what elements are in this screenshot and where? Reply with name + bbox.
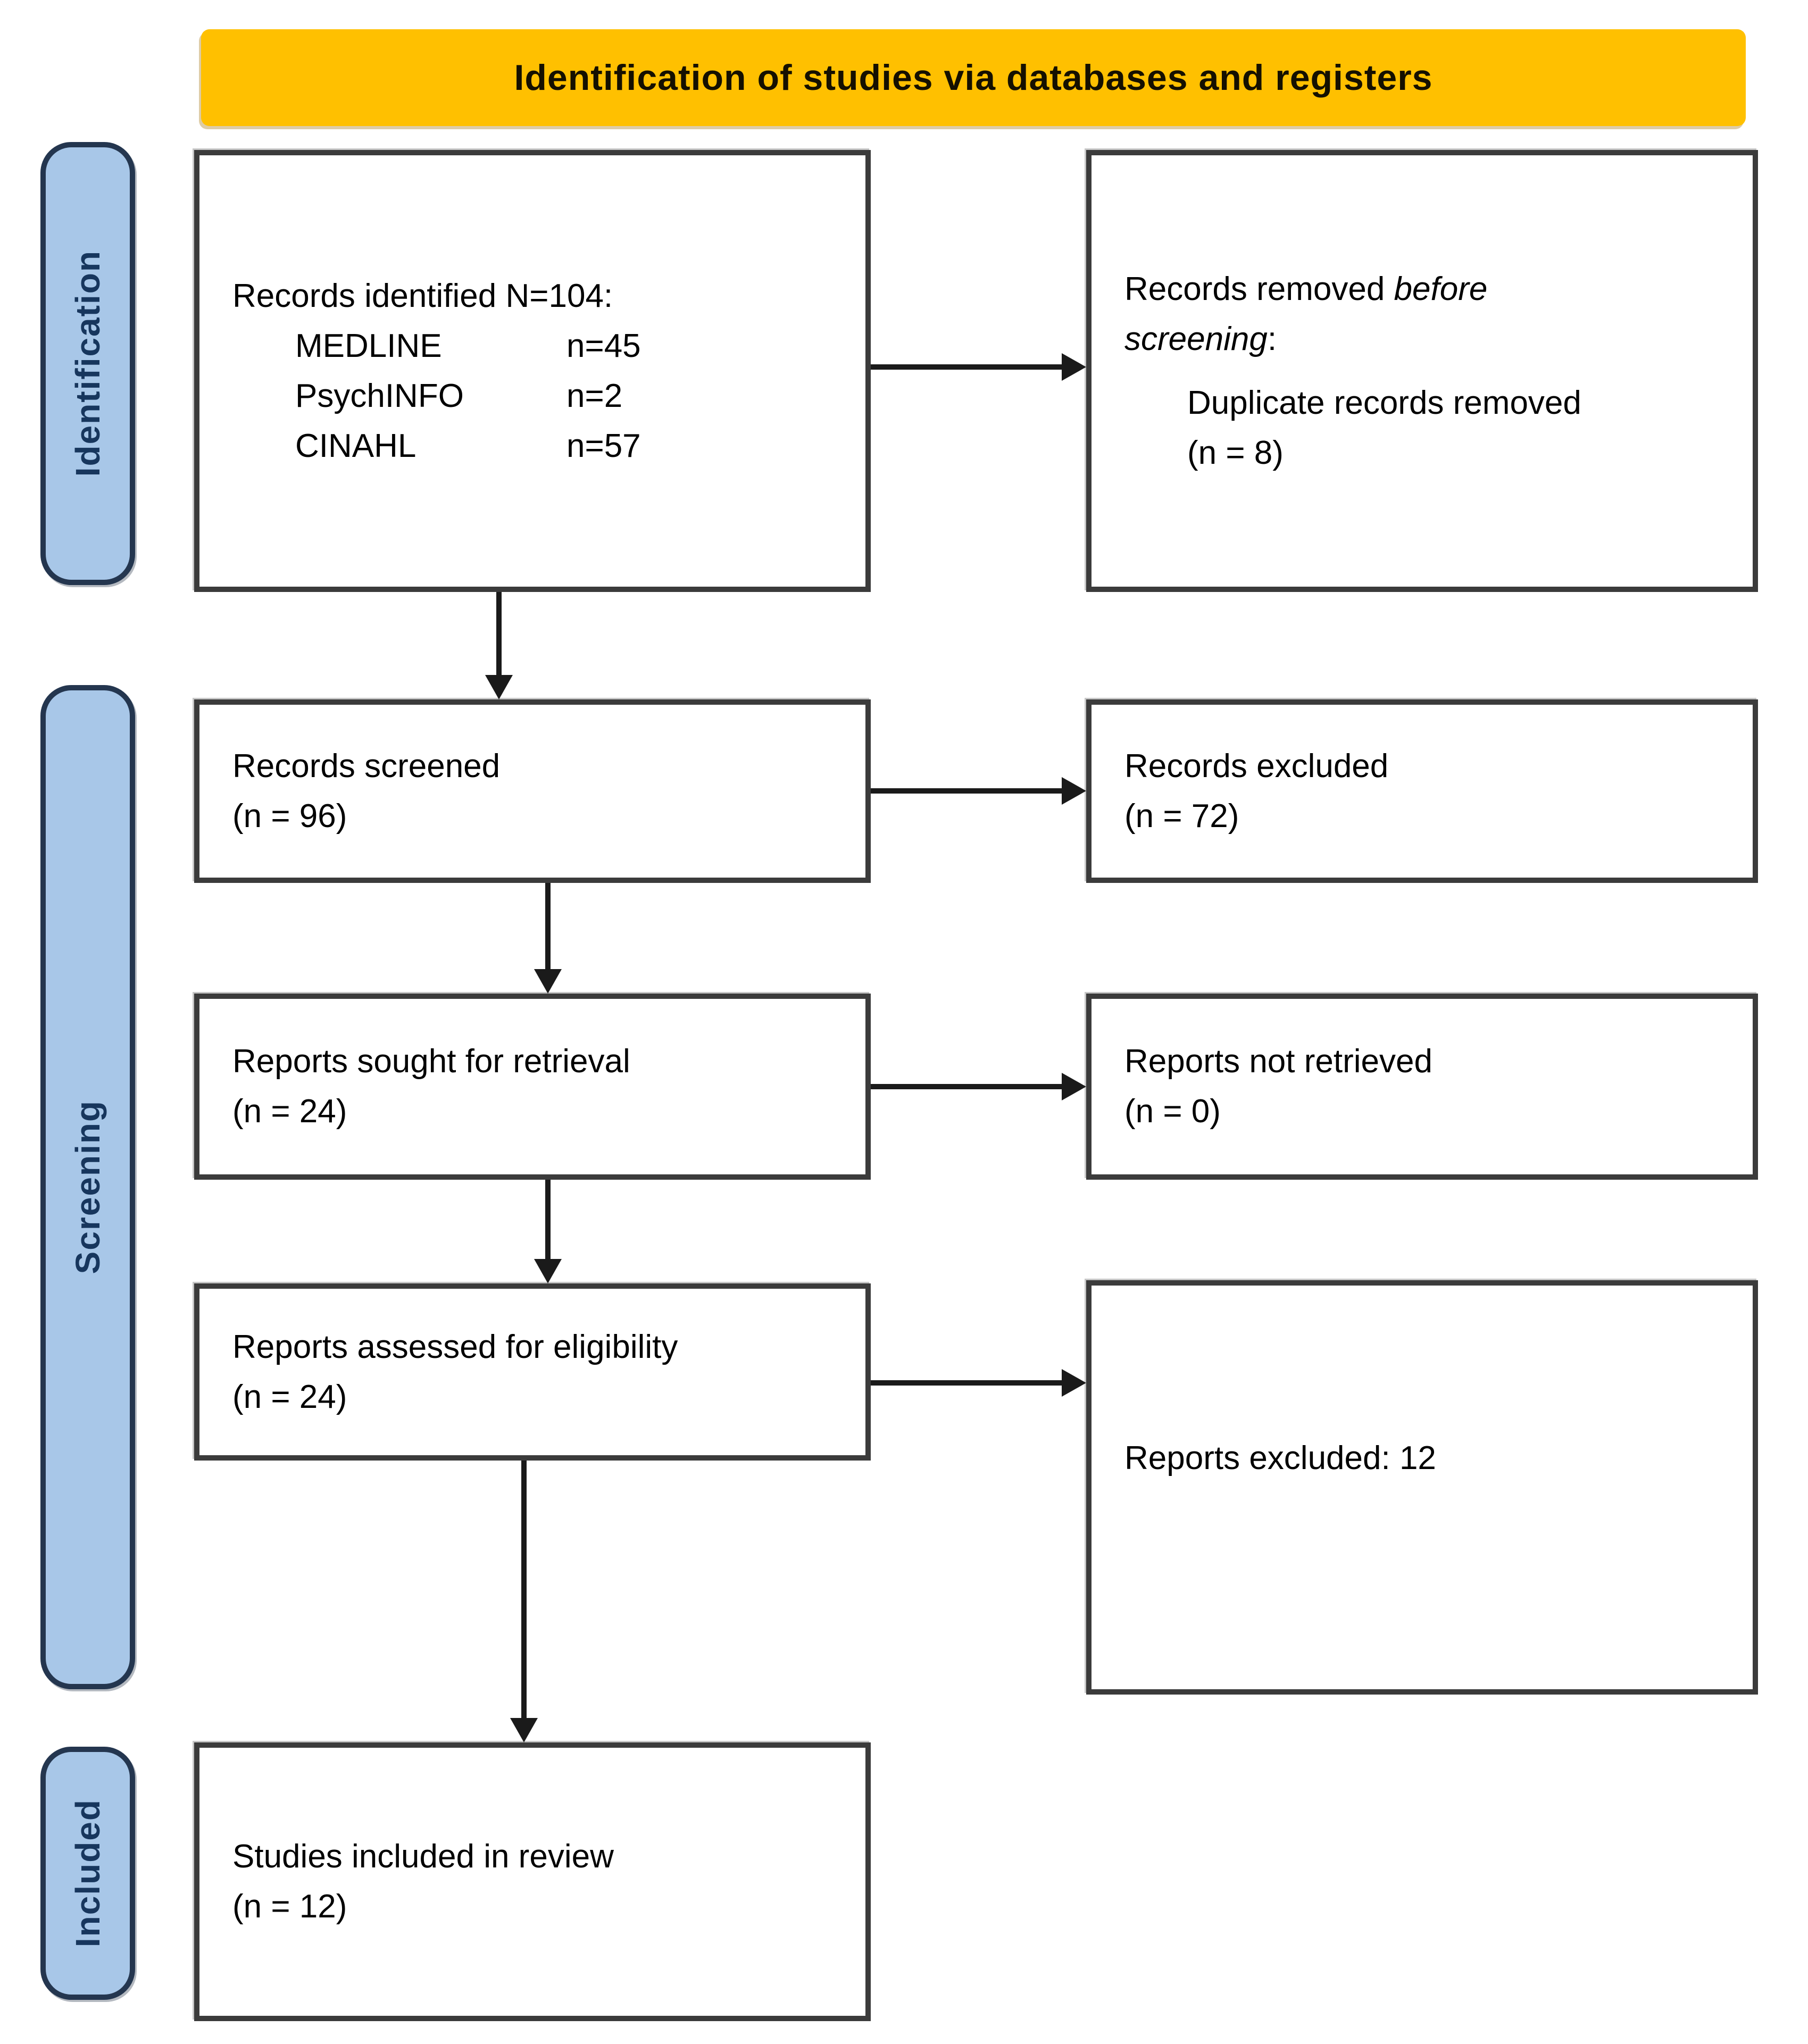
- stage-label-included-text: Included: [69, 1799, 107, 1948]
- duplicate-records-removed-text: Duplicate records removed: [1187, 384, 1581, 421]
- records-screened-title: Records screened: [232, 747, 501, 785]
- arrow-sought-to-assessed-head-icon: [534, 1259, 562, 1283]
- box-records-excluded: Records excluded (n = 72): [1086, 699, 1758, 883]
- arrow-identified-to-screened-line: [496, 592, 502, 677]
- arrow-sought-to-not-retrieved-head-icon: [1062, 1073, 1086, 1100]
- source-cinahl-name: CINAHL: [295, 427, 416, 464]
- arrow-screened-to-excluded-line: [871, 788, 1064, 794]
- source-psychinfo-name: PsychINFO: [295, 377, 464, 414]
- arrow-screened-to-excluded-head-icon: [1062, 777, 1086, 805]
- box-reports-excluded: Reports excluded: 12: [1086, 1280, 1758, 1695]
- duplicate-records-removed-count: (n = 8): [1187, 434, 1284, 471]
- records-removed-line2: screening:: [1124, 314, 1726, 364]
- source-medline-name: MEDLINE: [295, 327, 442, 364]
- source-row-cinahl: CINAHL n=57: [295, 421, 839, 471]
- records-excluded-title: Records excluded: [1124, 747, 1389, 785]
- arrow-assessed-to-reports-excluded-head-icon: [1062, 1369, 1086, 1397]
- records-removed-line1: Records removed before: [1124, 264, 1726, 314]
- arrow-identified-to-removed-head-icon: [1062, 353, 1086, 381]
- stage-label-screening: Screening: [40, 685, 135, 1689]
- banner-identification-via-databases: Identification of studies via databases …: [201, 29, 1746, 126]
- box-records-screened: Records screened (n = 96): [194, 699, 871, 883]
- arrow-sought-to-not-retrieved-line: [871, 1084, 1064, 1089]
- records-removed-line1-normal: Records removed: [1124, 270, 1394, 307]
- box-records-identified: Records identified N=104: MEDLINE n=45 Ps…: [194, 150, 871, 592]
- banner-title: Identification of studies via databases …: [514, 57, 1433, 98]
- reports-sought-count: (n = 24): [232, 1093, 347, 1130]
- arrow-identified-to-removed-line: [871, 364, 1064, 370]
- box-studies-included: Studies included in review (n = 12): [194, 1742, 871, 2021]
- source-psychinfo-count: n=2: [566, 377, 623, 414]
- arrow-assessed-to-included-head-icon: [510, 1718, 538, 1742]
- arrow-assessed-to-included-line: [521, 1461, 527, 1720]
- stage-label-identification-text: Identification: [69, 250, 107, 477]
- box-records-removed-before-screening: Records removed before screening: Duplic…: [1086, 150, 1758, 592]
- box-reports-assessed: Reports assessed for eligibility (n = 24…: [194, 1283, 871, 1461]
- source-row-psychinfo: PsychINFO n=2: [295, 371, 839, 421]
- records-identified-heading: Records identified N=104:: [232, 277, 613, 314]
- records-excluded-count: (n = 72): [1124, 797, 1239, 835]
- source-cinahl-count: n=57: [566, 427, 641, 464]
- stage-label-screening-text: Screening: [69, 1100, 107, 1274]
- reports-assessed-title: Reports assessed for eligibility: [232, 1328, 678, 1365]
- reports-not-retrieved-title: Reports not retrieved: [1124, 1043, 1432, 1080]
- stage-label-included: Included: [40, 1747, 135, 2000]
- reports-excluded-title: Reports excluded: 12: [1124, 1439, 1436, 1476]
- arrow-identified-to-screened-head-icon: [485, 675, 513, 699]
- arrow-screened-to-sought-head-icon: [534, 969, 562, 994]
- records-removed-line1-italic: before: [1394, 270, 1488, 307]
- reports-not-retrieved-count: (n = 0): [1124, 1093, 1221, 1130]
- box-reports-sought: Reports sought for retrieval (n = 24): [194, 994, 871, 1180]
- stage-label-identification: Identification: [40, 142, 135, 585]
- source-medline-count: n=45: [566, 327, 641, 364]
- records-removed-line2-italic: screening: [1124, 320, 1268, 357]
- arrow-sought-to-assessed-line: [545, 1180, 551, 1261]
- records-removed-line2-normal: :: [1267, 320, 1277, 357]
- studies-included-count: (n = 12): [232, 1888, 347, 1925]
- source-row-medline: MEDLINE n=45: [295, 321, 839, 371]
- reports-sought-title: Reports sought for retrieval: [232, 1043, 630, 1080]
- arrow-assessed-to-reports-excluded-line: [871, 1380, 1064, 1386]
- arrow-screened-to-sought-line: [545, 883, 551, 971]
- box-reports-not-retrieved: Reports not retrieved (n = 0): [1086, 994, 1758, 1180]
- records-screened-count: (n = 96): [232, 797, 347, 835]
- reports-assessed-count: (n = 24): [232, 1378, 347, 1415]
- studies-included-title: Studies included in review: [232, 1838, 614, 1875]
